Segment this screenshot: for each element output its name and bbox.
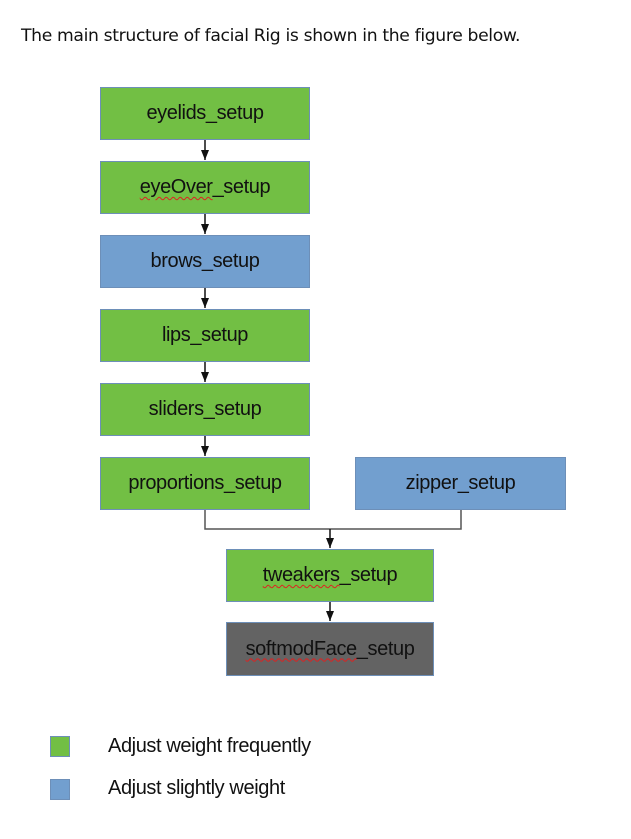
node-label: lips_setup [161, 324, 249, 346]
node-label: eyelids_setup [146, 102, 264, 124]
node-label: proportions_setup [128, 472, 282, 494]
node-softmodface-setup: softmodFace_setup [226, 622, 434, 676]
arrowhead-brows-lips [201, 298, 209, 308]
node-label-rest: _setup [212, 176, 271, 198]
node-lips-setup: lips_setup [100, 309, 310, 362]
node-label: brows_setup [150, 250, 260, 272]
arrowhead-tweakers-softmodFace [326, 611, 334, 621]
node-proportions-setup: proportions_setup [100, 457, 310, 510]
node-label: softmodFace_setup [246, 638, 415, 661]
node-label-rest: _setup [339, 564, 398, 586]
node-tweakers-setup: tweakers_setup [226, 549, 434, 602]
spellcheck-flagged-word: tweakers [262, 564, 340, 586]
arrowhead-eyeOver-brows [201, 224, 209, 234]
spellcheck-flagged-word: eyeOver [139, 176, 213, 198]
node-zipper-setup: zipper_setup [355, 457, 566, 510]
node-label-rest: _setup [356, 637, 415, 660]
node-brows-setup: brows_setup [100, 235, 310, 288]
intro-text: The main structure of facial Rig is show… [21, 26, 521, 46]
node-eyeover-setup: eyeOver_setup [100, 161, 310, 214]
node-label: eyeOver_setup [139, 176, 271, 199]
legend-swatch-slight [50, 779, 70, 800]
legend-label-frequent: Adjust weight frequently [108, 735, 311, 757]
arrowhead-merge-tweakers [326, 538, 334, 548]
node-label: tweakers_setup [263, 564, 398, 587]
node-label: zipper_setup [405, 472, 516, 494]
arrowhead-eyelids-eyeOver [201, 150, 209, 160]
legend-swatch-frequent [50, 736, 70, 757]
node-sliders-setup: sliders_setup [100, 383, 310, 436]
arrowhead-lips-sliders [201, 372, 209, 382]
node-eyelids-setup: eyelids_setup [100, 87, 310, 140]
node-label: sliders_setup [148, 398, 262, 420]
arrowhead-sliders-proportions [201, 446, 209, 456]
edge-proportions-merge [204, 509, 462, 530]
legend-label-slight: Adjust slightly weight [108, 777, 285, 799]
spellcheck-flagged-word: softmodFace [245, 637, 358, 660]
